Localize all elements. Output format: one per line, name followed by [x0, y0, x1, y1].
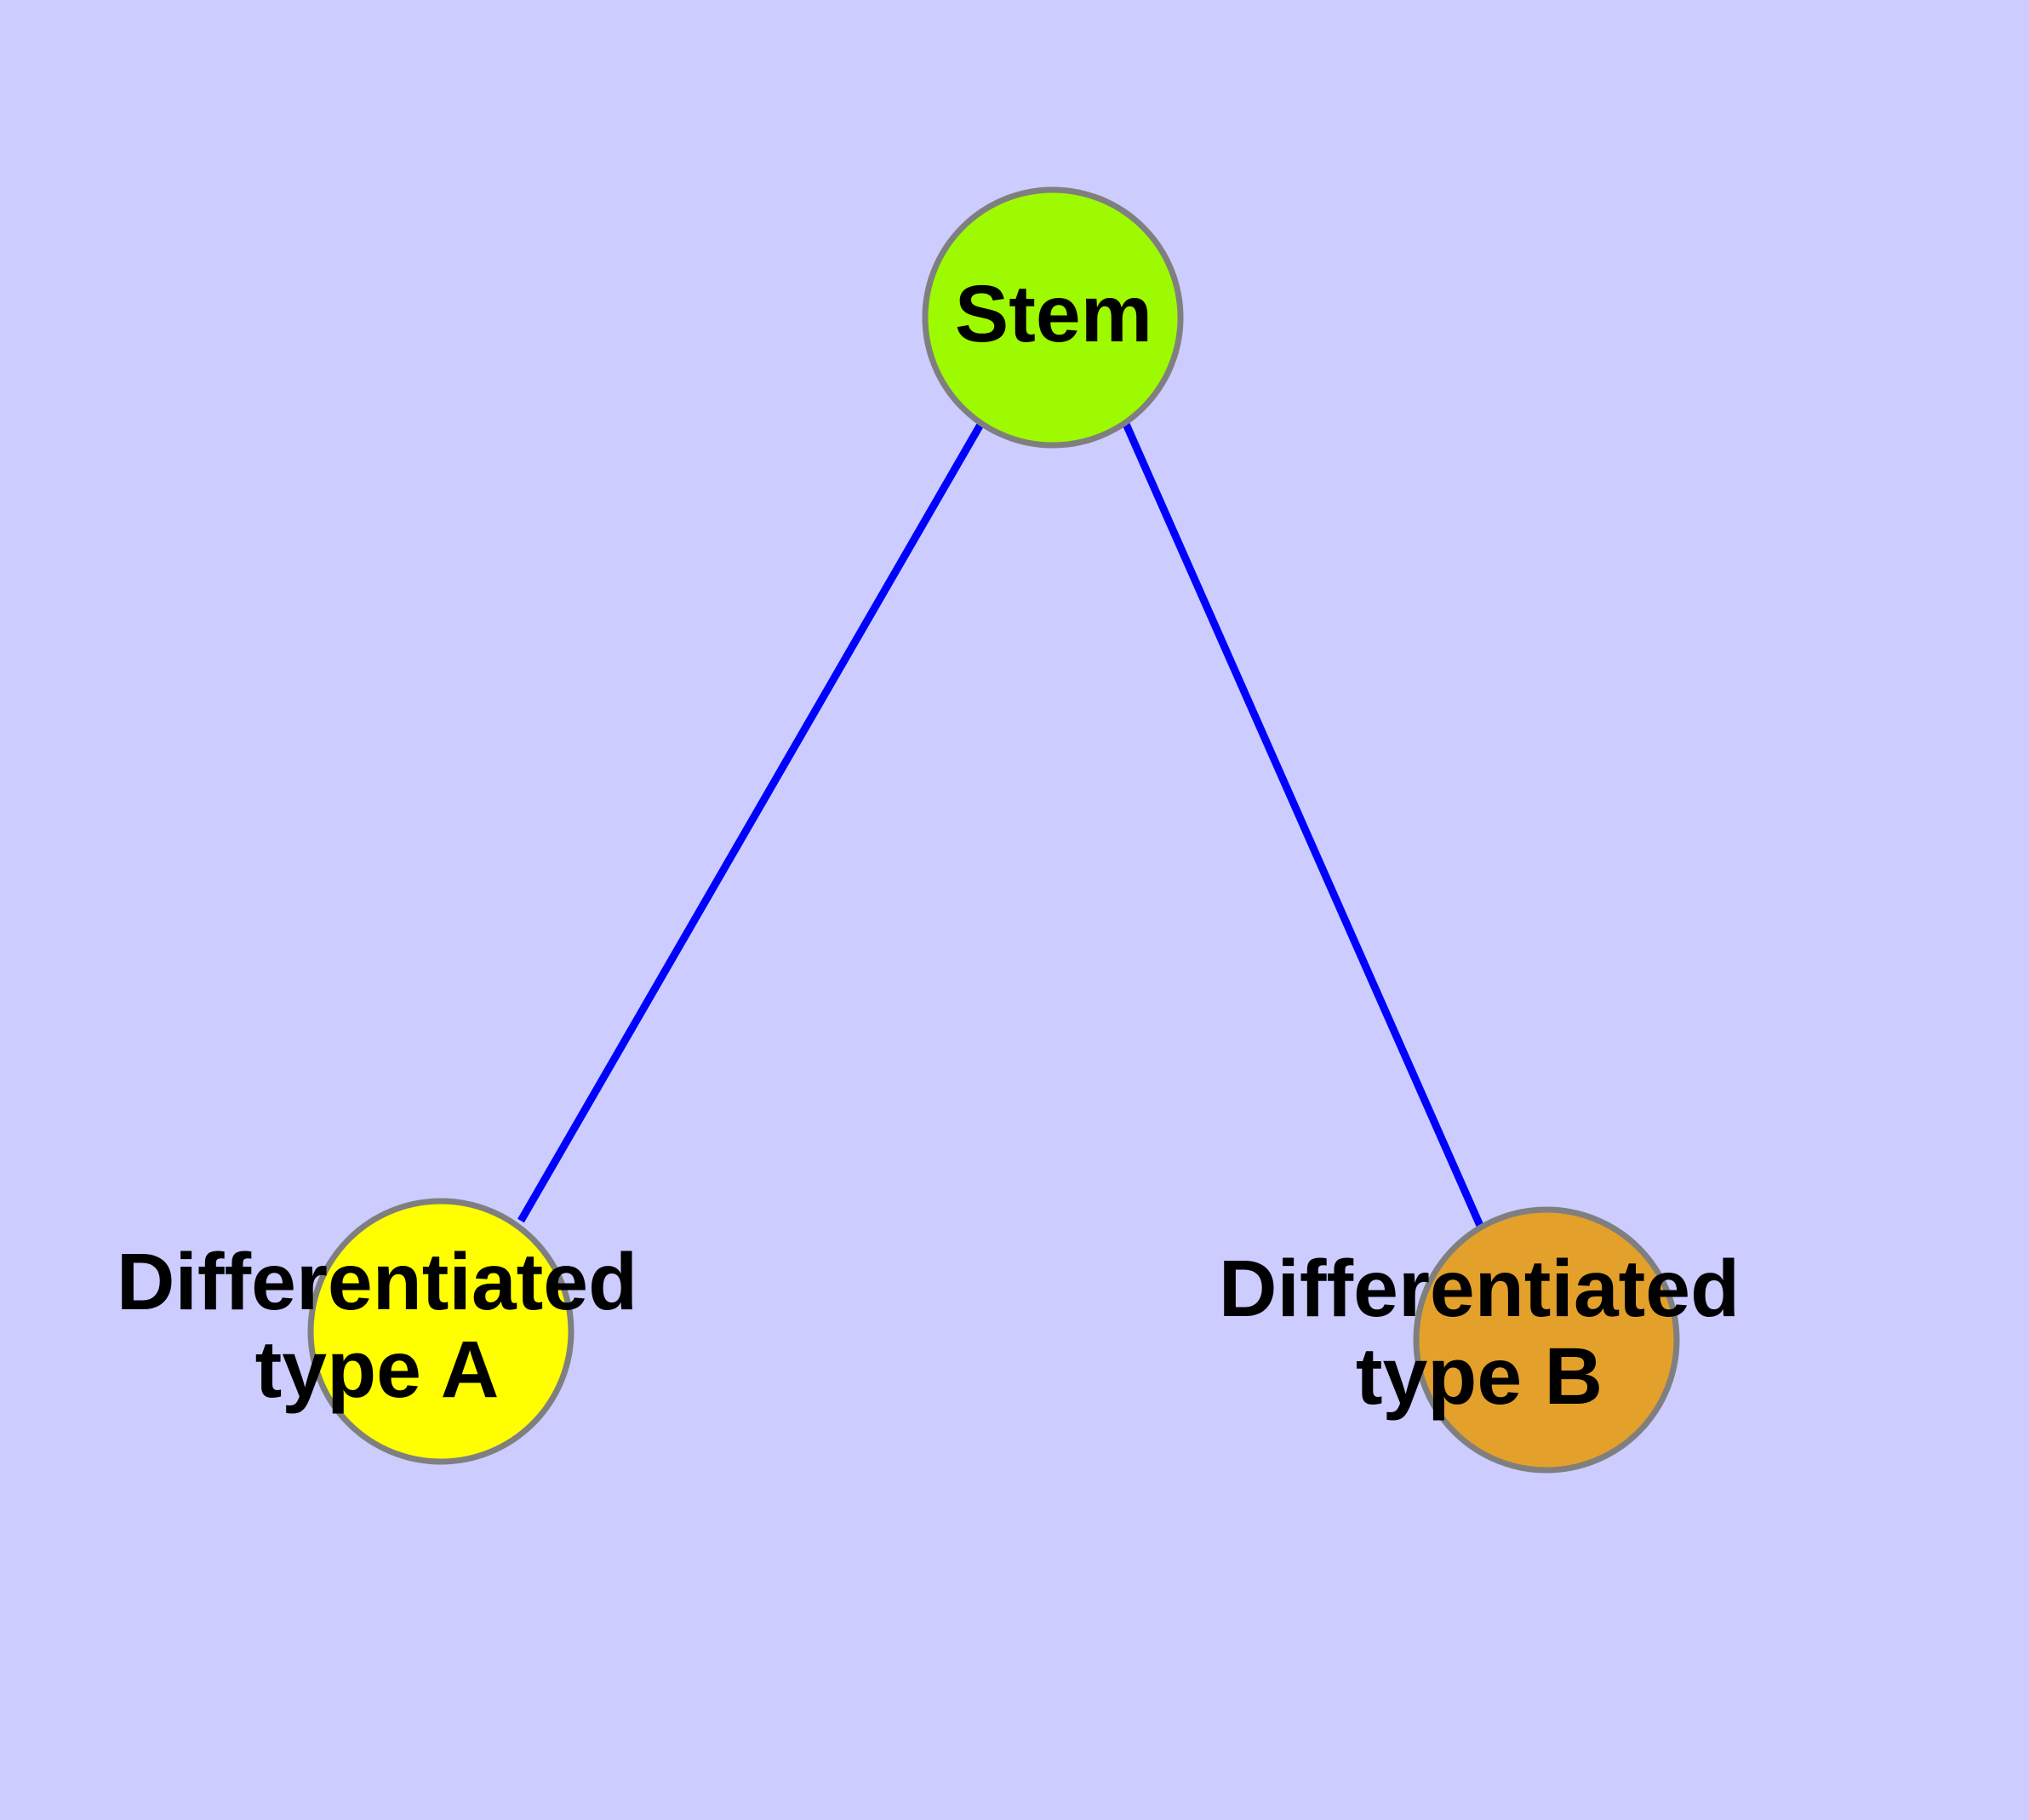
node-stem[interactable]: Stem: [922, 186, 1184, 449]
node-label-line: Differentiated: [1219, 1244, 1740, 1334]
node-circle-diff-type-a[interactable]: [307, 1198, 574, 1465]
node-label-line: type B: [1356, 1331, 1603, 1422]
edge-stem-to-b[interactable]: [1122, 422, 1485, 1229]
node-label-line: Stem: [955, 269, 1152, 359]
node-circle-stem[interactable]: [922, 186, 1184, 449]
node-circle-diff-type-b[interactable]: [1413, 1206, 1680, 1474]
edge-stem-to-a[interactable]: [517, 421, 985, 1223]
node-label-line: Differentiated: [117, 1237, 637, 1327]
node-label-stem: Stem: [955, 269, 1152, 359]
edges-group: [517, 421, 1485, 1229]
node-label-line: type A: [255, 1325, 500, 1415]
